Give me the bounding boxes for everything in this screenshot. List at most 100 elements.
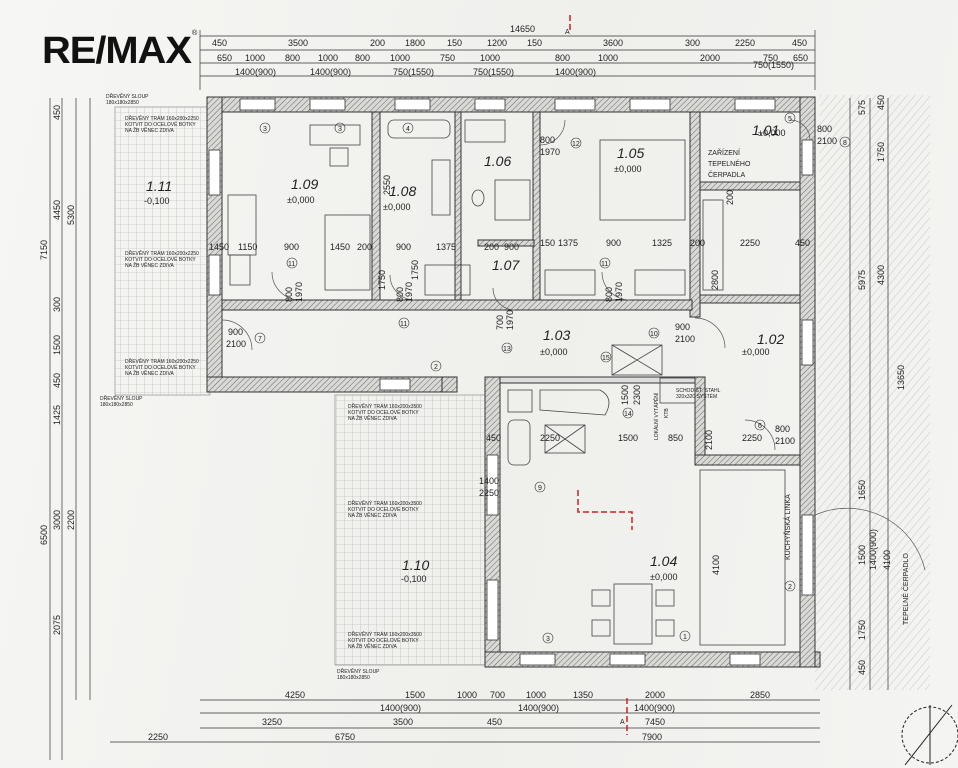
plan-text-117: 850 xyxy=(668,433,683,443)
plan-text-164: 6 xyxy=(758,423,762,430)
plan-text-97: 700 xyxy=(495,315,505,330)
plan-text-171: 11 xyxy=(601,261,608,268)
bed-1-05 xyxy=(599,139,686,221)
plan-text-120: 4100 xyxy=(711,555,721,575)
plan-text-143: KOTVIT DO OCELOVÉ BOTKY xyxy=(348,637,419,644)
room-id-1-06: 1.06 xyxy=(484,153,511,169)
terrace-1-11-hatch xyxy=(114,106,211,396)
left-dim-texts: 7150 6500 450 4450 300 1500 450 1425 300… xyxy=(39,105,76,635)
plan-text-25: 1400(900) xyxy=(235,67,276,77)
plan-text-158: 2 xyxy=(788,584,792,591)
room-id-1-11: 1.11 xyxy=(146,178,172,194)
room-id-1-10: 1.10 xyxy=(402,557,429,573)
room-level-1-11: -0,100 xyxy=(144,196,170,206)
plan-text-90: 1970 xyxy=(294,282,304,302)
windows xyxy=(208,98,814,666)
plan-text-78: 900 xyxy=(396,242,411,252)
plan-text-70: 4100 xyxy=(882,550,892,570)
plan-text-129: KOTVIT DO OCELOVÉ BOTKY xyxy=(125,256,196,263)
plan-text-174: 14 xyxy=(624,411,632,418)
room-id-1-07: 1.07 xyxy=(492,257,520,273)
plan-text-47: 6750 xyxy=(335,732,355,742)
plan-text-104: 2100 xyxy=(775,436,795,446)
plan-text-131: DŘEVĚNÝ TRÁM 160x200x2250 xyxy=(125,357,199,365)
plan-text-11: 450 xyxy=(792,38,807,48)
plan-text-27: 750(1550) xyxy=(393,67,434,77)
plan-text-30: 750(1550) xyxy=(753,60,794,70)
chair-1-09 xyxy=(329,147,349,167)
plan-text-23: 750 xyxy=(763,53,778,63)
plan-text-100: 2100 xyxy=(226,339,246,349)
plan-text-83: 1375 xyxy=(558,238,578,248)
section-a-bottom: A xyxy=(620,719,625,726)
plan-text-3: 200 xyxy=(370,38,385,48)
top-dimension-lines xyxy=(199,30,816,90)
plan-text-105: 800 xyxy=(817,124,832,134)
plan-text-31: 4250 xyxy=(285,690,305,700)
room-level-1-02: ±0,000 xyxy=(742,347,769,357)
room-id-1-03: 1.03 xyxy=(543,327,570,343)
plan-text-107: 2550 xyxy=(382,175,392,195)
plan-text-64: 5975 xyxy=(857,270,867,290)
plan-text-76: 1450 xyxy=(330,242,350,252)
plan-text-13: 1000 xyxy=(245,53,265,63)
plan-text-125: DŘEVĚNÝ TRÁM 160x200x2250 xyxy=(125,114,199,122)
plan-text-128: DŘEVĚNÝ TRÁM 160x200x2250 xyxy=(125,249,199,257)
plan-text-39: 1400(900) xyxy=(380,703,421,713)
plan-text-126: KOTVIT DO OCELOVÉ BOTKY xyxy=(125,121,196,128)
room-level-1-05: ±0,000 xyxy=(614,164,641,174)
plan-text-43: 3500 xyxy=(393,717,413,727)
toilet-1-06 xyxy=(471,189,485,207)
plan-text-20: 800 xyxy=(555,53,570,63)
dining-table xyxy=(613,583,653,645)
plan-text-127: NA ŽB VĚNEC ZDIVA xyxy=(125,126,174,134)
plan-text-10: 2250 xyxy=(735,38,755,48)
kitchen-counter xyxy=(539,389,610,416)
remax-logo: RE/MAX® xyxy=(42,30,197,72)
plan-text-150: SCHODIŠŤ. STAHL xyxy=(676,386,721,394)
plan-text-130: NA ŽB VĚNEC ZDIVA xyxy=(125,261,174,269)
plan-text-106: 2100 xyxy=(817,136,837,146)
plan-text-96: 1970 xyxy=(540,147,560,157)
plan-text-99: 900 xyxy=(228,327,243,337)
sink-1-06 xyxy=(464,119,506,143)
plan-text-146: 180x180x2850 xyxy=(337,675,370,681)
plan-text-88: 450 xyxy=(795,238,810,248)
plan-text-121: 450 xyxy=(486,433,501,443)
plan-text-156: 1 xyxy=(683,634,687,641)
plan-text-72: 450 xyxy=(857,660,867,675)
plan-text-12: 650 xyxy=(217,53,232,63)
plan-text-50: 6500 xyxy=(39,525,49,545)
plan-text-2: 3500 xyxy=(288,38,308,48)
plan-text-79: 1375 xyxy=(436,242,456,252)
plan-text-29: 1400(900) xyxy=(555,67,596,77)
plan-text-151: 320x320 SYSTÉM xyxy=(676,393,717,400)
plan-text-114: 1500 xyxy=(620,385,630,405)
plan-text-168: 10 xyxy=(650,331,658,338)
plan-text-145: DŘEVĚNÝ SLOUP xyxy=(337,667,380,675)
wardrobe-1-09b xyxy=(229,254,251,286)
plan-text-157: 2 xyxy=(434,364,438,371)
plan-text-74: 1150 xyxy=(238,242,257,252)
plan-text-15: 1000 xyxy=(318,53,338,63)
plan-text-36: 1350 xyxy=(573,690,593,700)
furniture xyxy=(227,119,786,646)
plan-text-134: DŘEVĚNÝ SLOUP xyxy=(100,394,143,402)
plan-text-109: 1750 xyxy=(410,260,420,280)
plan-text-84: 900 xyxy=(606,238,621,248)
plan-text-95: 800 xyxy=(540,135,555,145)
plan-text-94: 1970 xyxy=(614,282,624,302)
plan-text-124: 180x180x2850 xyxy=(106,100,139,106)
plan-text-170: 11 xyxy=(400,321,407,328)
plan-text-136: DŘEVĚNÝ TRÁM 160x200x3500 xyxy=(348,402,422,410)
wardrobe-1-05b xyxy=(634,269,686,296)
plan-text-140: KOTVIT DO OCELOVÉ BOTKY xyxy=(348,506,419,513)
section-marks xyxy=(569,15,633,735)
double-sink xyxy=(431,159,451,216)
bathtub xyxy=(387,119,451,139)
plan-text-87: 2250 xyxy=(740,238,760,248)
plan-text-32: 1500 xyxy=(405,690,425,700)
plan-text-132: KOTVIT DO OCELOVÉ BOTKY xyxy=(125,364,196,371)
plan-text-172: 12 xyxy=(572,141,580,148)
